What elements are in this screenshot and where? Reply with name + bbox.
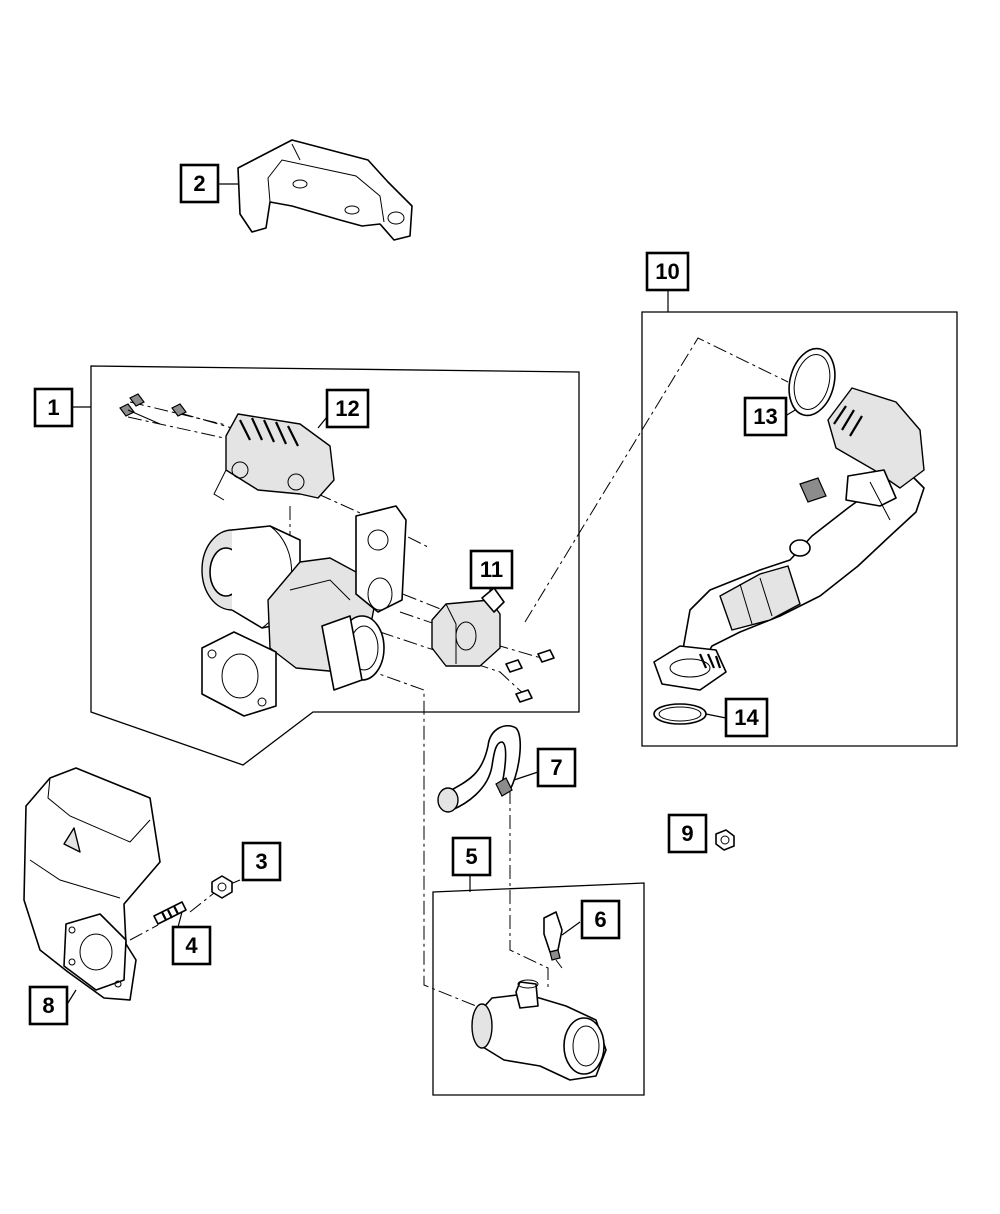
- callout-2: 2: [179, 163, 220, 204]
- air-elbow-5: [471, 979, 607, 1081]
- svg-text:10: 10: [655, 259, 679, 284]
- svg-text:4: 4: [185, 933, 198, 958]
- svg-text:13: 13: [753, 404, 777, 429]
- callout-10: 10: [645, 251, 690, 292]
- svg-text:7: 7: [550, 755, 562, 780]
- svg-text:2: 2: [193, 171, 205, 196]
- callout-5: 5: [451, 836, 492, 877]
- callout-7: 7: [536, 747, 577, 788]
- heat-shield-8: [23, 767, 161, 1001]
- svg-text:1: 1: [47, 395, 59, 420]
- callout-3: 3: [241, 841, 282, 882]
- callout-6: 6: [580, 899, 621, 940]
- svg-text:3: 3: [255, 849, 267, 874]
- svg-text:8: 8: [42, 993, 54, 1018]
- svg-text:9: 9: [681, 821, 693, 846]
- callout-13: 13: [743, 396, 788, 437]
- alignment-lines: [127, 337, 789, 1007]
- o-ring-14: [653, 703, 707, 725]
- callout-1: 1: [33, 387, 74, 428]
- callout-8: 8: [28, 985, 69, 1026]
- heat-shield-bracket: [237, 139, 413, 241]
- nut-3: [211, 875, 233, 899]
- actuator-module: [431, 587, 505, 667]
- svg-text:6: 6: [594, 907, 606, 932]
- nut-9: [715, 829, 735, 851]
- seal-ring-13: [788, 347, 836, 417]
- charge-air-duct: [653, 387, 925, 691]
- svg-text:11: 11: [480, 557, 503, 582]
- leader-lines: [65, 183, 806, 1007]
- temperature-sensor-6: [543, 911, 563, 969]
- assembly-frame-5: [432, 882, 645, 1096]
- svg-text:14: 14: [734, 705, 759, 730]
- svg-text:12: 12: [335, 396, 359, 421]
- assembly-frame-1: [90, 365, 580, 766]
- hose-7: [437, 724, 522, 813]
- callout-9: 9: [667, 813, 708, 854]
- svg-text:5: 5: [465, 844, 477, 869]
- assembly-frame-10: [641, 311, 958, 747]
- turbocharger: [119, 393, 555, 717]
- callout-12: 12: [325, 388, 370, 429]
- callout-14: 14: [724, 697, 769, 738]
- callout-11: 11: [469, 549, 514, 590]
- stud-4: [153, 901, 187, 925]
- callout-4: 4: [171, 925, 212, 966]
